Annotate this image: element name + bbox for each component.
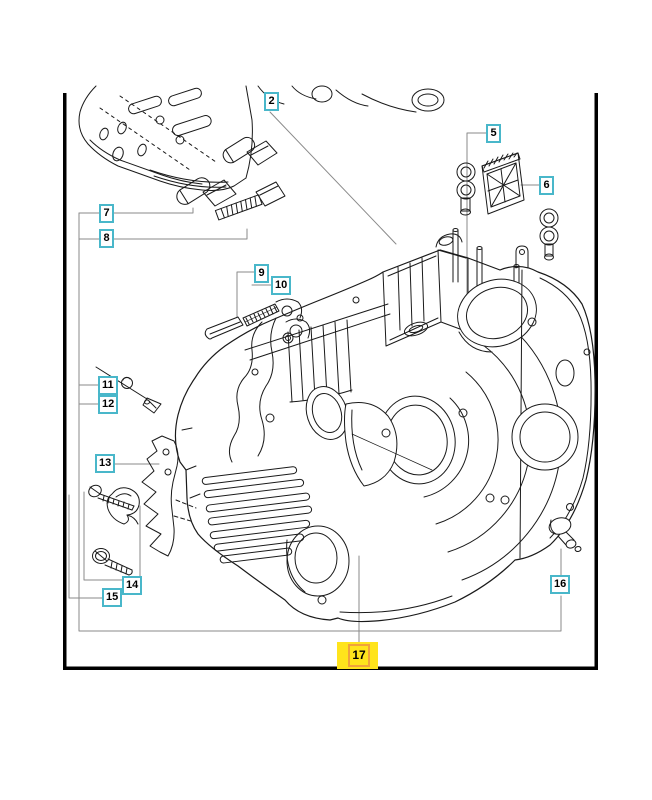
grommet-drawing	[547, 515, 581, 552]
callout-6[interactable]: 6	[539, 176, 554, 195]
pawl-and-screw-drawings	[87, 483, 140, 575]
callout-11[interactable]: 11	[98, 376, 118, 395]
frame-border	[63, 93, 598, 670]
callout-10[interactable]: 10	[271, 276, 292, 295]
callout-12[interactable]: 12	[98, 395, 119, 414]
spike-bumper-drawing	[142, 436, 196, 556]
callout-15[interactable]: 15	[102, 588, 123, 607]
callout-16[interactable]: 16	[550, 575, 571, 594]
collar-bolt-drawing	[215, 182, 285, 220]
callout-8[interactable]: 8	[99, 229, 114, 248]
crankcase-half-drawing	[79, 86, 252, 191]
callout-9[interactable]: 9	[254, 264, 269, 283]
callout-14[interactable]: 14	[122, 576, 143, 595]
buffer-mount-drawings	[457, 163, 558, 260]
spacer-sleeve-drawings	[174, 135, 277, 208]
callout-5[interactable]: 5	[486, 124, 501, 143]
main-crankcase-drawing	[175, 229, 595, 622]
grid-plate-drawing	[482, 153, 524, 214]
callout-17-selected[interactable]: 17	[348, 644, 370, 667]
callout-13[interactable]: 13	[95, 454, 116, 473]
callout-2[interactable]: 2	[264, 92, 279, 111]
stud-and-bar-drawing	[205, 304, 279, 339]
plug-and-needle-drawing	[96, 367, 161, 413]
top-cut-off-drawing	[258, 86, 444, 112]
leader-lines	[69, 112, 561, 643]
callout-7[interactable]: 7	[99, 204, 114, 223]
